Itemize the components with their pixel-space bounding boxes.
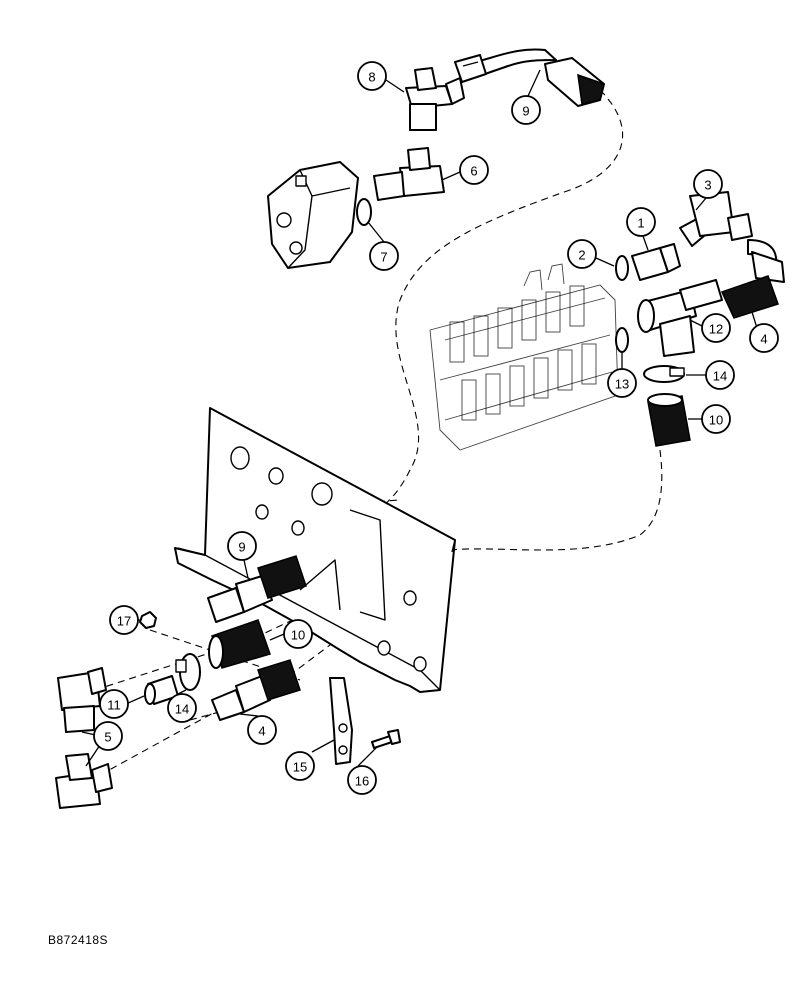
connector-1 bbox=[631, 243, 681, 281]
callout-9-lower: 9 bbox=[227, 531, 257, 561]
callout-10-lower: 10 bbox=[283, 619, 313, 649]
svg-text:4: 4 bbox=[258, 724, 265, 739]
hose-sleeve-10-lower bbox=[208, 619, 271, 669]
o-ring-7 bbox=[356, 198, 372, 226]
callout-8: 8 bbox=[357, 61, 387, 91]
svg-text:9: 9 bbox=[522, 104, 529, 119]
callout-15: 15 bbox=[285, 751, 315, 781]
hose-sleeve-10-upper bbox=[647, 393, 691, 447]
callout-10: 10 bbox=[701, 404, 731, 434]
callout-14-lower: 14 bbox=[167, 693, 197, 723]
svg-text:8: 8 bbox=[368, 70, 375, 85]
callout-14: 14 bbox=[705, 360, 735, 390]
svg-text:9: 9 bbox=[238, 540, 245, 555]
callout-9: 9 bbox=[511, 95, 541, 125]
callout-13: 13 bbox=[607, 368, 637, 398]
svg-text:4: 4 bbox=[760, 332, 767, 347]
callout-5: 5 bbox=[93, 721, 123, 751]
svg-text:10: 10 bbox=[291, 628, 305, 643]
elbow-fitting-3 bbox=[679, 191, 785, 283]
svg-text:12: 12 bbox=[709, 322, 723, 337]
plug-11 bbox=[144, 675, 179, 705]
callout-4-lower: 4 bbox=[247, 715, 277, 745]
o-ring-2 bbox=[615, 255, 629, 281]
callout-16: 16 bbox=[347, 765, 377, 795]
figure-reference-code: B872418S bbox=[48, 933, 109, 947]
svg-text:5: 5 bbox=[104, 730, 111, 745]
svg-text:15: 15 bbox=[293, 760, 307, 775]
svg-text:2: 2 bbox=[578, 248, 585, 263]
callout-1: 1 bbox=[626, 207, 656, 237]
svg-text:17: 17 bbox=[117, 614, 131, 629]
svg-text:6: 6 bbox=[470, 164, 477, 179]
control-valve-bank bbox=[429, 263, 619, 451]
callout-6: 6 bbox=[459, 155, 489, 185]
callout-7: 7 bbox=[369, 241, 399, 271]
callout-17: 17 bbox=[109, 605, 139, 635]
svg-text:1: 1 bbox=[637, 216, 644, 231]
hose-fitting-9-lower bbox=[207, 555, 307, 623]
svg-text:13: 13 bbox=[615, 377, 629, 392]
callout-12: 12 bbox=[701, 313, 731, 343]
valve-block bbox=[267, 161, 359, 269]
bracket-15 bbox=[329, 677, 353, 765]
hose-clamp-14-lower bbox=[175, 653, 201, 691]
svg-text:11: 11 bbox=[107, 698, 121, 713]
hose-end-4-upper bbox=[720, 275, 779, 319]
callout-3: 3 bbox=[693, 169, 723, 199]
tee-fitting-8 bbox=[405, 67, 465, 131]
hose-clamp-14-upper bbox=[643, 365, 685, 383]
svg-text:7: 7 bbox=[380, 250, 387, 265]
svg-text:14: 14 bbox=[175, 702, 189, 717]
callout-11: 11 bbox=[99, 689, 129, 719]
elbow-fitting-6 bbox=[373, 147, 445, 201]
callout-4: 4 bbox=[749, 323, 779, 353]
svg-text:16: 16 bbox=[355, 774, 369, 789]
hydraulic-hose-upper bbox=[454, 48, 605, 107]
tee-fitting-12 bbox=[637, 279, 723, 357]
o-ring-13 bbox=[615, 327, 629, 353]
bolt-16 bbox=[371, 729, 401, 749]
svg-text:3: 3 bbox=[704, 178, 711, 193]
hose-end-4-lower bbox=[211, 659, 301, 721]
callout-leaders bbox=[81, 69, 758, 767]
callout-2: 2 bbox=[567, 239, 597, 269]
svg-text:14: 14 bbox=[713, 369, 727, 384]
svg-text:10: 10 bbox=[709, 413, 723, 428]
nut-17 bbox=[139, 611, 157, 629]
